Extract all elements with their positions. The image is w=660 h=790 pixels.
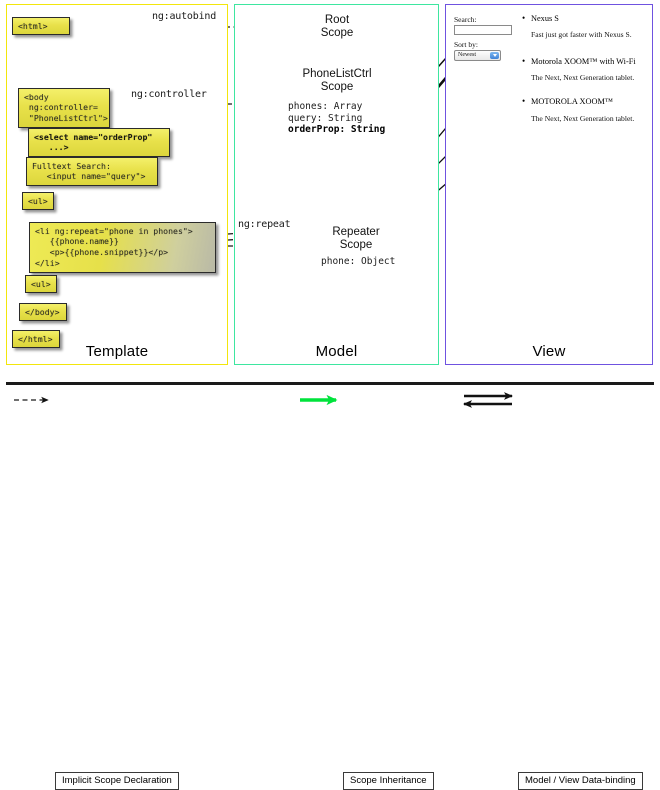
column-model-label: Model [315,343,358,360]
view-preview: Search: Sort by: Newest Nexus S Fast jus… [445,4,653,365]
phone-item-name-2: MOTOROLA XOOM™ [522,96,613,106]
code-box-search-input: Fulltext Search: <input name="query"> [26,157,158,187]
code-box-body-open: <body ng:controller= "PhoneListCtrl"> [18,88,110,128]
phone-item-name-1: Motorola XOOM™ with Wi-Fi [522,56,636,66]
edge-label-ng-autobind: ng:autobind [152,11,217,22]
legend-scope-inheritance: Scope Inheritance [343,772,434,790]
search-input[interactable] [454,25,512,35]
column-view-label: View [532,343,566,360]
phone-item-snippet-0: Fast just got faster with Nexus S. [531,30,632,39]
code-box-ul-open: <ul> [22,192,54,211]
edge-label-ng-repeat: ng:repeat [238,219,291,230]
chevron-down-icon [490,52,499,59]
sort-by-label: Sort by: [454,40,478,49]
code-box-html-open: <html> [12,17,70,36]
legend-implicit-scope-declaration: Implicit Scope Declaration [55,772,179,790]
code-box-html-close: </html> [12,330,60,349]
search-label: Search: [454,15,477,24]
sort-by-selected-value: Newest [458,52,476,58]
phone-item-snippet-1: The Next, Next Generation tablet. [531,73,635,82]
phone-item-name-0: Nexus S [522,13,559,23]
phone-item-snippet-2: The Next, Next Generation tablet. [531,114,635,123]
sort-by-select[interactable]: Newest [454,50,501,61]
legend-divider [6,382,654,385]
code-box-ul-close: <ul> [25,275,57,294]
legend: Implicit Scope Declaration Scope Inherit… [0,380,660,790]
legend-glyphs [14,392,513,408]
code-box-body-close: </body> [19,303,67,322]
edge-label-ng-controller: ng:controller [131,89,207,100]
legend-model-view-data-binding: Model / View Data-binding [518,772,643,790]
code-box-li-repeat: <li ng:repeat="phone in phones"> {{phone… [29,222,216,273]
code-box-select: <select name="orderProp" ...> [28,128,170,158]
diagram-canvas: Template Model View <html> <body ng:cont… [0,0,660,421]
column-model: Model [234,4,439,365]
column-template-label: Template [85,343,149,360]
